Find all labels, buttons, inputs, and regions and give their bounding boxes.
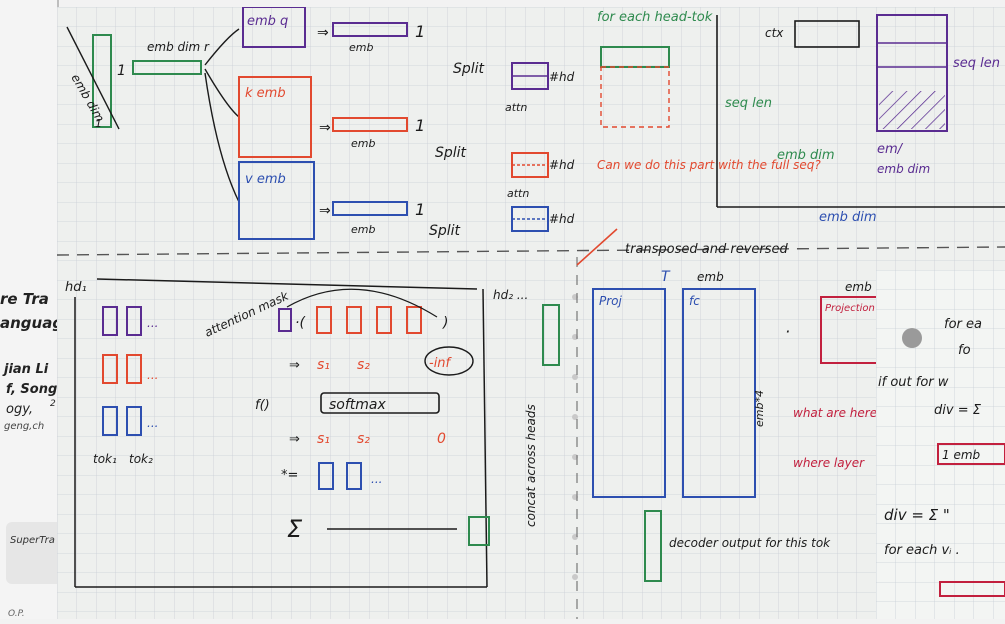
tok1-label: tok₁: [93, 452, 117, 466]
svg-text:·(: ·(: [295, 315, 305, 331]
right-line1: for ea: [944, 317, 982, 332]
T-label: T: [661, 269, 671, 285]
paper-title-line2: anguag: [0, 314, 63, 332]
hd2-label: hd₂ ...: [493, 288, 528, 302]
dots-values: ...: [371, 472, 382, 486]
ctx-seq-len: seq len: [953, 56, 1000, 71]
q-heads-attn: attn: [505, 101, 527, 114]
split-label-3: Split: [429, 223, 461, 239]
ctx-label: ctx: [765, 26, 784, 40]
emb-dim-blue: emb dim: [819, 210, 877, 225]
v-heads-hd: #hd: [549, 212, 575, 226]
paper-email: geng,ch: [4, 421, 44, 432]
hd1-label: hd₁: [65, 280, 87, 295]
paper-button-label: SuperTra: [10, 535, 55, 546]
right-line6: div = Σ ": [884, 506, 950, 524]
arrow-v: ⇒: [319, 203, 331, 219]
arrow-scores: ⇒: [289, 358, 300, 373]
proj-label: Proj: [599, 294, 623, 308]
proj-emb-label: emb: [697, 270, 724, 284]
binder-hole: [902, 328, 922, 348]
v-vector-emb: emb: [351, 223, 375, 236]
svg-text:): ): [442, 315, 448, 331]
split-label-2: Split: [435, 145, 467, 161]
q-vector-emb: emb: [349, 41, 373, 54]
dots-v: ...: [147, 416, 158, 430]
s2b-label: s₂: [357, 431, 370, 447]
f-label: f(): [255, 398, 270, 413]
one-label-2: 1: [117, 63, 126, 79]
star-eq-label: *=: [281, 468, 298, 483]
ctx-hatched: [879, 91, 945, 129]
k-vector-emb: emb: [351, 137, 375, 150]
q-heads-hd: #hd: [549, 70, 575, 84]
k-matrix-label: k emb: [245, 86, 286, 101]
em-slash: em/: [877, 142, 904, 157]
transposed-note: transposed and reversed: [625, 242, 789, 257]
neg-inf-label: -inf: [429, 356, 453, 371]
k-heads-attn: attn: [507, 187, 529, 200]
k-vector-one: 1: [415, 116, 425, 135]
v-vector-one: 1: [415, 200, 425, 219]
one-label-1: 1: [95, 117, 102, 130]
decoder-output-note: decoder output for this tok: [669, 536, 831, 550]
s2-label: s₂: [357, 357, 370, 373]
right-line5: 1 emb: [942, 448, 981, 462]
paper-title-line1: re Tra: [0, 290, 49, 308]
right-line3: if out for w: [878, 375, 949, 390]
right-page-drawing: for ea fo if out for w div = Σ 1 emb div…: [876, 270, 1005, 619]
s1b-label: s₁: [317, 431, 330, 447]
arrow-softmax: ⇒: [289, 432, 300, 447]
notebook-photo: emb dim 1 1 emb dim r emb q k emb v emb …: [57, 7, 1005, 619]
right-notebook-page: for ea fo if out for w div = Σ 1 emb div…: [876, 270, 1005, 619]
v-matrix-label: v emb: [245, 172, 286, 187]
right-line4: div = Σ: [934, 403, 982, 418]
q-vector-one: 1: [415, 22, 425, 41]
arrow-k: ⇒: [319, 120, 331, 136]
sigma-label: Σ: [287, 515, 303, 543]
s1-label: s₁: [317, 357, 330, 373]
paper-affiliation-sup: 2: [50, 399, 56, 409]
right-line7: for each vᵢ .: [884, 543, 960, 558]
svg-text:·: ·: [785, 322, 790, 341]
projection-label: Projection: [825, 303, 875, 314]
right-line2: fo: [958, 343, 971, 358]
arrow-q: ⇒: [317, 25, 329, 41]
for-each-head-label: for each head-tok: [597, 10, 713, 25]
paper-footer: O.P.: [8, 609, 25, 619]
paper-affiliation: ogy,: [6, 402, 33, 417]
tok2-label: tok₂: [129, 452, 153, 466]
split-label-1: Split: [453, 61, 485, 77]
zero-label: 0: [437, 431, 446, 447]
dots-q: ...: [147, 316, 158, 330]
projection-emb-label: emb: [845, 280, 872, 294]
where-layer-note: where layer: [793, 456, 865, 470]
paper-authors-line1: jian Li: [2, 362, 49, 377]
softmax-label: softmax: [329, 397, 386, 413]
emb-dim-purple: emb dim: [877, 162, 930, 176]
notebook-drawing: emb dim 1 1 emb dim r emb q k emb v emb …: [57, 7, 1005, 619]
emb-dim-r-label: emb dim r: [147, 40, 210, 54]
seq-len-left: seq len: [725, 96, 772, 111]
emb-dim-green: emb dim: [777, 148, 835, 163]
what-are-note: what are here: [793, 406, 877, 420]
emb-x4-label: emb*4: [753, 390, 766, 427]
fc-label: fc: [689, 294, 700, 308]
q-matrix-label: emb q: [247, 14, 288, 29]
concat-label: concat across heads: [524, 404, 538, 527]
dots-k: ...: [147, 368, 158, 382]
k-heads-hd: #hd: [549, 158, 575, 172]
